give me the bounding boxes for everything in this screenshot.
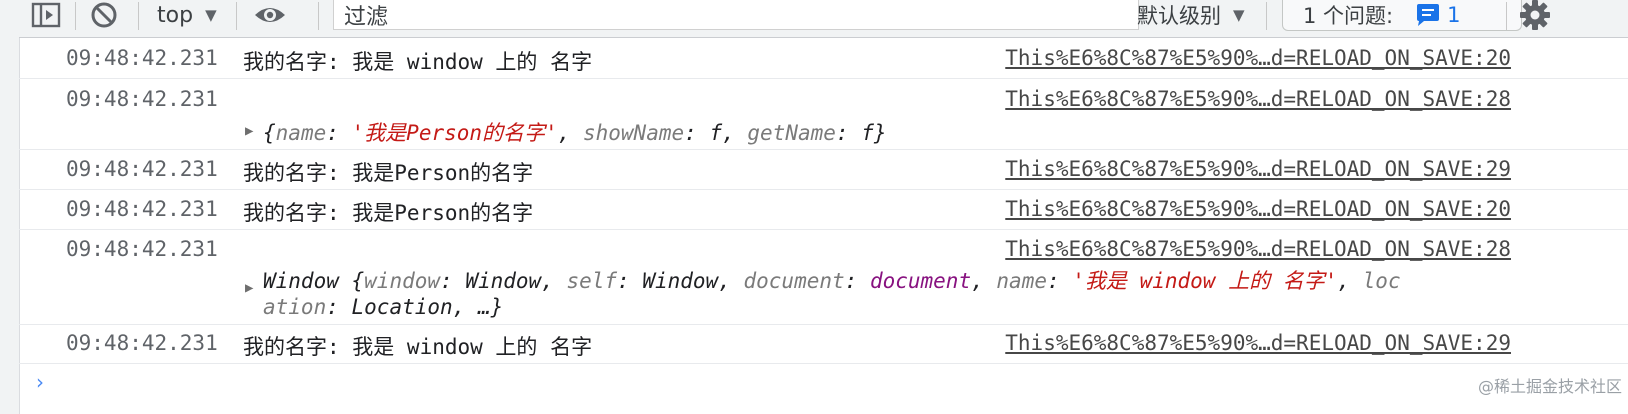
live-expression-button[interactable] <box>253 0 287 30</box>
watermark: @稀土掘金技术社区 <box>1477 377 1622 396</box>
source-link[interactable]: This%E6%8C%87%E5%90%…d=RELOAD_ON_SAVE:29 <box>1005 331 1511 355</box>
log-timestamp: 09:48:42.231 <box>66 237 218 261</box>
filter-input[interactable]: 过滤 <box>333 0 1139 30</box>
log-row: 09:48:42.231 This%E6%8C%87%E5%90%…d=RELO… <box>19 79 1628 150</box>
issues-button[interactable]: 1 个问题: 1 <box>1282 0 1522 31</box>
log-timestamp: 09:48:42.231 <box>66 331 218 355</box>
log-row: 09:48:42.231 我的名字: 我是Person的名字 This%E6%8… <box>19 150 1628 190</box>
source-link[interactable]: This%E6%8C%87%E5%90%…d=RELOAD_ON_SAVE:20 <box>1005 46 1511 70</box>
source-link[interactable]: This%E6%8C%87%E5%90%…d=RELOAD_ON_SAVE:28 <box>1005 237 1511 261</box>
log-timestamp: 09:48:42.231 <box>66 46 218 70</box>
issue-message-icon <box>1417 4 1440 26</box>
show-sidebar-button[interactable] <box>31 0 61 30</box>
gear-icon <box>1520 0 1550 30</box>
clear-console-button[interactable] <box>89 0 119 30</box>
context-selector[interactable]: top ▼ <box>157 0 217 30</box>
eye-icon <box>255 8 285 22</box>
chevron-down-icon: ▼ <box>1233 6 1245 24</box>
source-link[interactable]: This%E6%8C%87%E5%90%…d=RELOAD_ON_SAVE:20 <box>1005 197 1511 221</box>
log-timestamp: 09:48:42.231 <box>66 87 218 111</box>
clear-icon <box>91 2 117 28</box>
console-messages: 09:48:42.231 我的名字: 我是 window 上的 名字 This%… <box>19 38 1628 364</box>
source-link[interactable]: This%E6%8C%87%E5%90%…d=RELOAD_ON_SAVE:29 <box>1005 157 1511 181</box>
issues-label: 1 个问题: <box>1303 4 1394 28</box>
console-prompt-icon[interactable]: › <box>36 370 44 394</box>
console-settings-button[interactable] <box>1519 0 1551 30</box>
context-label: top <box>157 2 194 28</box>
log-levels-label: 默认级别 <box>1137 4 1221 28</box>
expand-triangle-icon[interactable]: ▶ <box>245 280 254 296</box>
log-message: 我的名字: 我是Person的名字 <box>243 201 534 225</box>
chevron-down-icon: ▼ <box>205 6 217 24</box>
log-row: 09:48:42.231 我的名字: 我是 window 上的 名字 This%… <box>19 325 1628 364</box>
log-levels-dropdown[interactable]: 默认级别 ▼ <box>1137 0 1245 30</box>
filter-placeholder: 过滤 <box>344 4 389 30</box>
log-message: 我的名字: 我是 window 上的 名字 <box>243 50 593 74</box>
log-timestamp: 09:48:42.231 <box>66 197 218 221</box>
log-row: 09:48:42.231 我的名字: 我是Person的名字 This%E6%8… <box>19 190 1628 230</box>
left-gutter <box>0 0 20 414</box>
source-link[interactable]: This%E6%8C%87%E5%90%…d=RELOAD_ON_SAVE:28 <box>1005 87 1511 111</box>
sidebar-toggle-icon <box>31 2 61 28</box>
object-preview[interactable]: {name: '我是Person的名字', showName: f, getNa… <box>263 121 887 145</box>
log-message: 我的名字: 我是Person的名字 <box>243 161 534 185</box>
issues-count: 1 <box>1447 3 1461 27</box>
log-row: 09:48:42.231 我的名字: 我是 window 上的 名字 This%… <box>19 38 1628 79</box>
console-toolbar: top ▼ 过滤 默认级别 ▼ 1 个问题: 1 <box>19 0 1628 38</box>
expand-triangle-icon[interactable]: ▶ <box>245 123 254 139</box>
log-message: 我的名字: 我是 window 上的 名字 <box>243 335 593 359</box>
log-row: 09:48:42.231 This%E6%8C%87%E5%90%…d=RELO… <box>19 230 1628 325</box>
window-object-preview[interactable]: Window {window: Window, self: Window, do… <box>263 269 1401 319</box>
log-timestamp: 09:48:42.231 <box>66 157 218 181</box>
